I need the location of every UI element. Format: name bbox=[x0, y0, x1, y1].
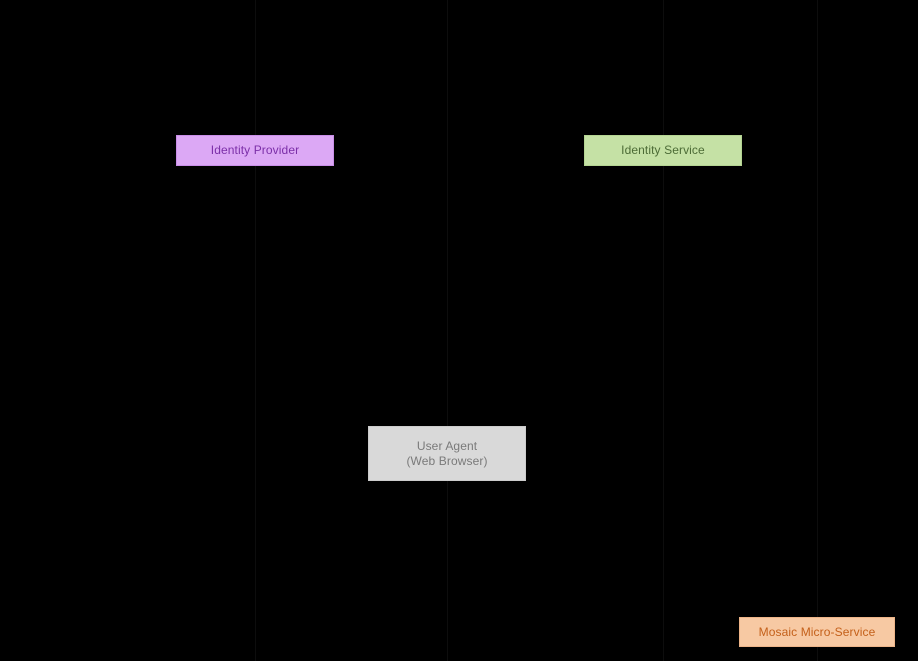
participant-identity-provider[interactable]: Identity Provider bbox=[176, 135, 334, 166]
participant-mosaic-micro-service-label: Mosaic Micro-Service bbox=[758, 624, 876, 639]
lifeline-identity-provider-lower bbox=[255, 166, 256, 661]
participant-identity-service-label: Identity Service bbox=[621, 143, 705, 157]
lifeline-identity-service bbox=[663, 0, 664, 135]
lifeline-user-agent bbox=[447, 0, 448, 426]
participant-user-agent[interactable]: User Agent (Web Browser) bbox=[368, 426, 526, 481]
participant-identity-service[interactable]: Identity Service bbox=[584, 135, 742, 166]
lifeline-mosaic-micro-service bbox=[817, 0, 818, 617]
lifeline-identity-provider bbox=[255, 0, 256, 135]
participant-identity-provider-label: Identity Provider bbox=[210, 143, 300, 157]
participant-mosaic-micro-service[interactable]: Mosaic Micro-Service bbox=[739, 617, 895, 647]
lifeline-user-agent-lower bbox=[447, 481, 448, 661]
participant-user-agent-label-line2: (Web Browser) bbox=[406, 453, 488, 468]
participant-user-agent-label-line1: User Agent bbox=[416, 438, 478, 453]
lifeline-identity-service-lower bbox=[663, 166, 664, 661]
lifeline-mosaic-micro-service-lower bbox=[817, 647, 818, 661]
